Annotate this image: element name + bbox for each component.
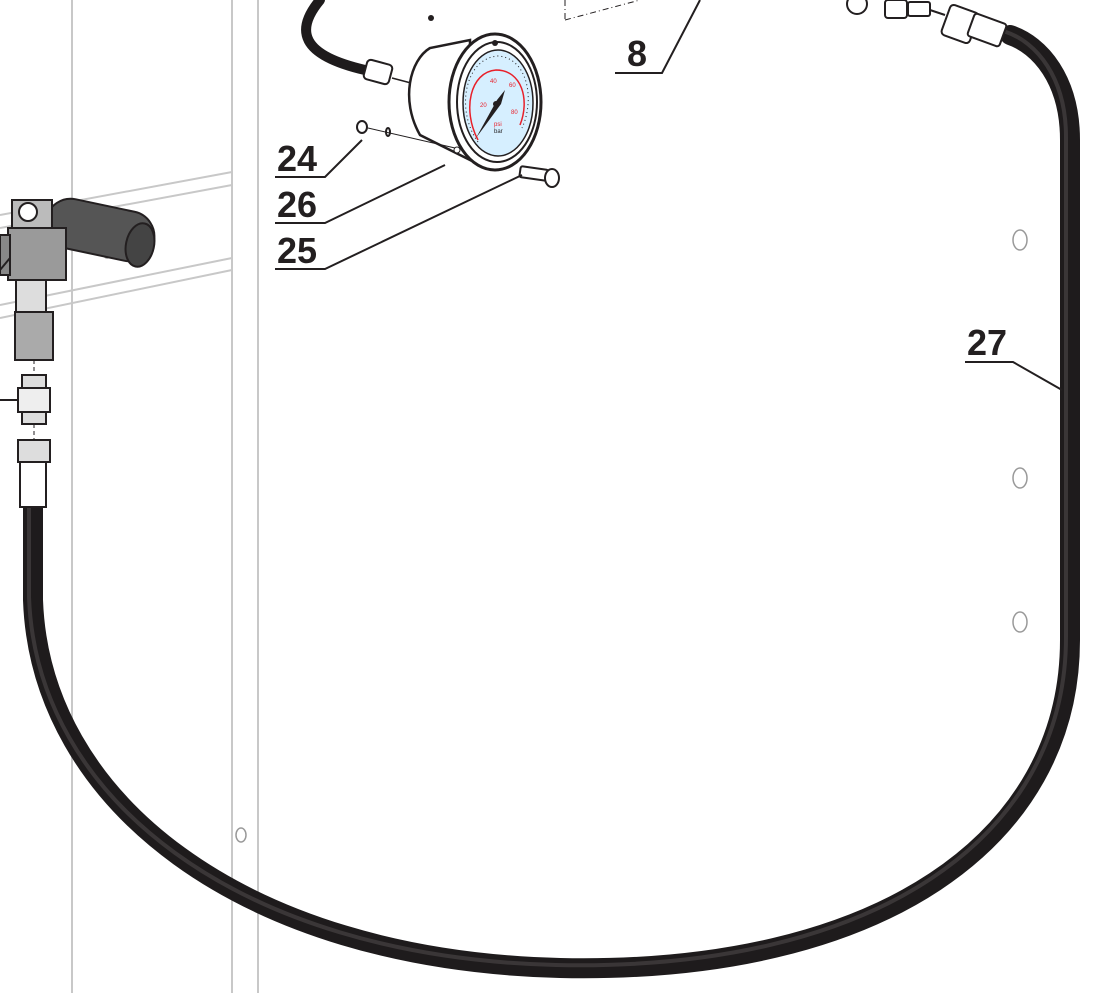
gauge-tick-80: 80 — [511, 110, 518, 116]
top-fittings — [846, 0, 1008, 48]
callout-24: 24 — [277, 138, 317, 179]
callout-26: 26 — [277, 184, 317, 225]
hose-27 — [23, 25, 1080, 979]
gauge-tick-20: 20 — [480, 103, 487, 109]
gauge-tick-60: 60 — [509, 83, 516, 89]
gauge-unit-psi: psi — [494, 122, 502, 128]
mounting-hardware — [356, 120, 560, 188]
pressure-gauge: 20 40 60 80 psi bar — [362, 15, 543, 172]
valve-assembly — [0, 197, 156, 508]
gauge-unit-bar: bar — [494, 129, 503, 135]
part-8-edge — [564, 0, 641, 21]
callout-lines — [275, 0, 1063, 391]
callout-8: 8 — [627, 33, 647, 74]
panel-holes — [102, 229, 1028, 843]
gauge-tick-40: 40 — [490, 79, 497, 85]
callout-25: 25 — [277, 230, 317, 271]
gauge-hose — [301, 0, 370, 75]
callout-27: 27 — [967, 322, 1007, 363]
